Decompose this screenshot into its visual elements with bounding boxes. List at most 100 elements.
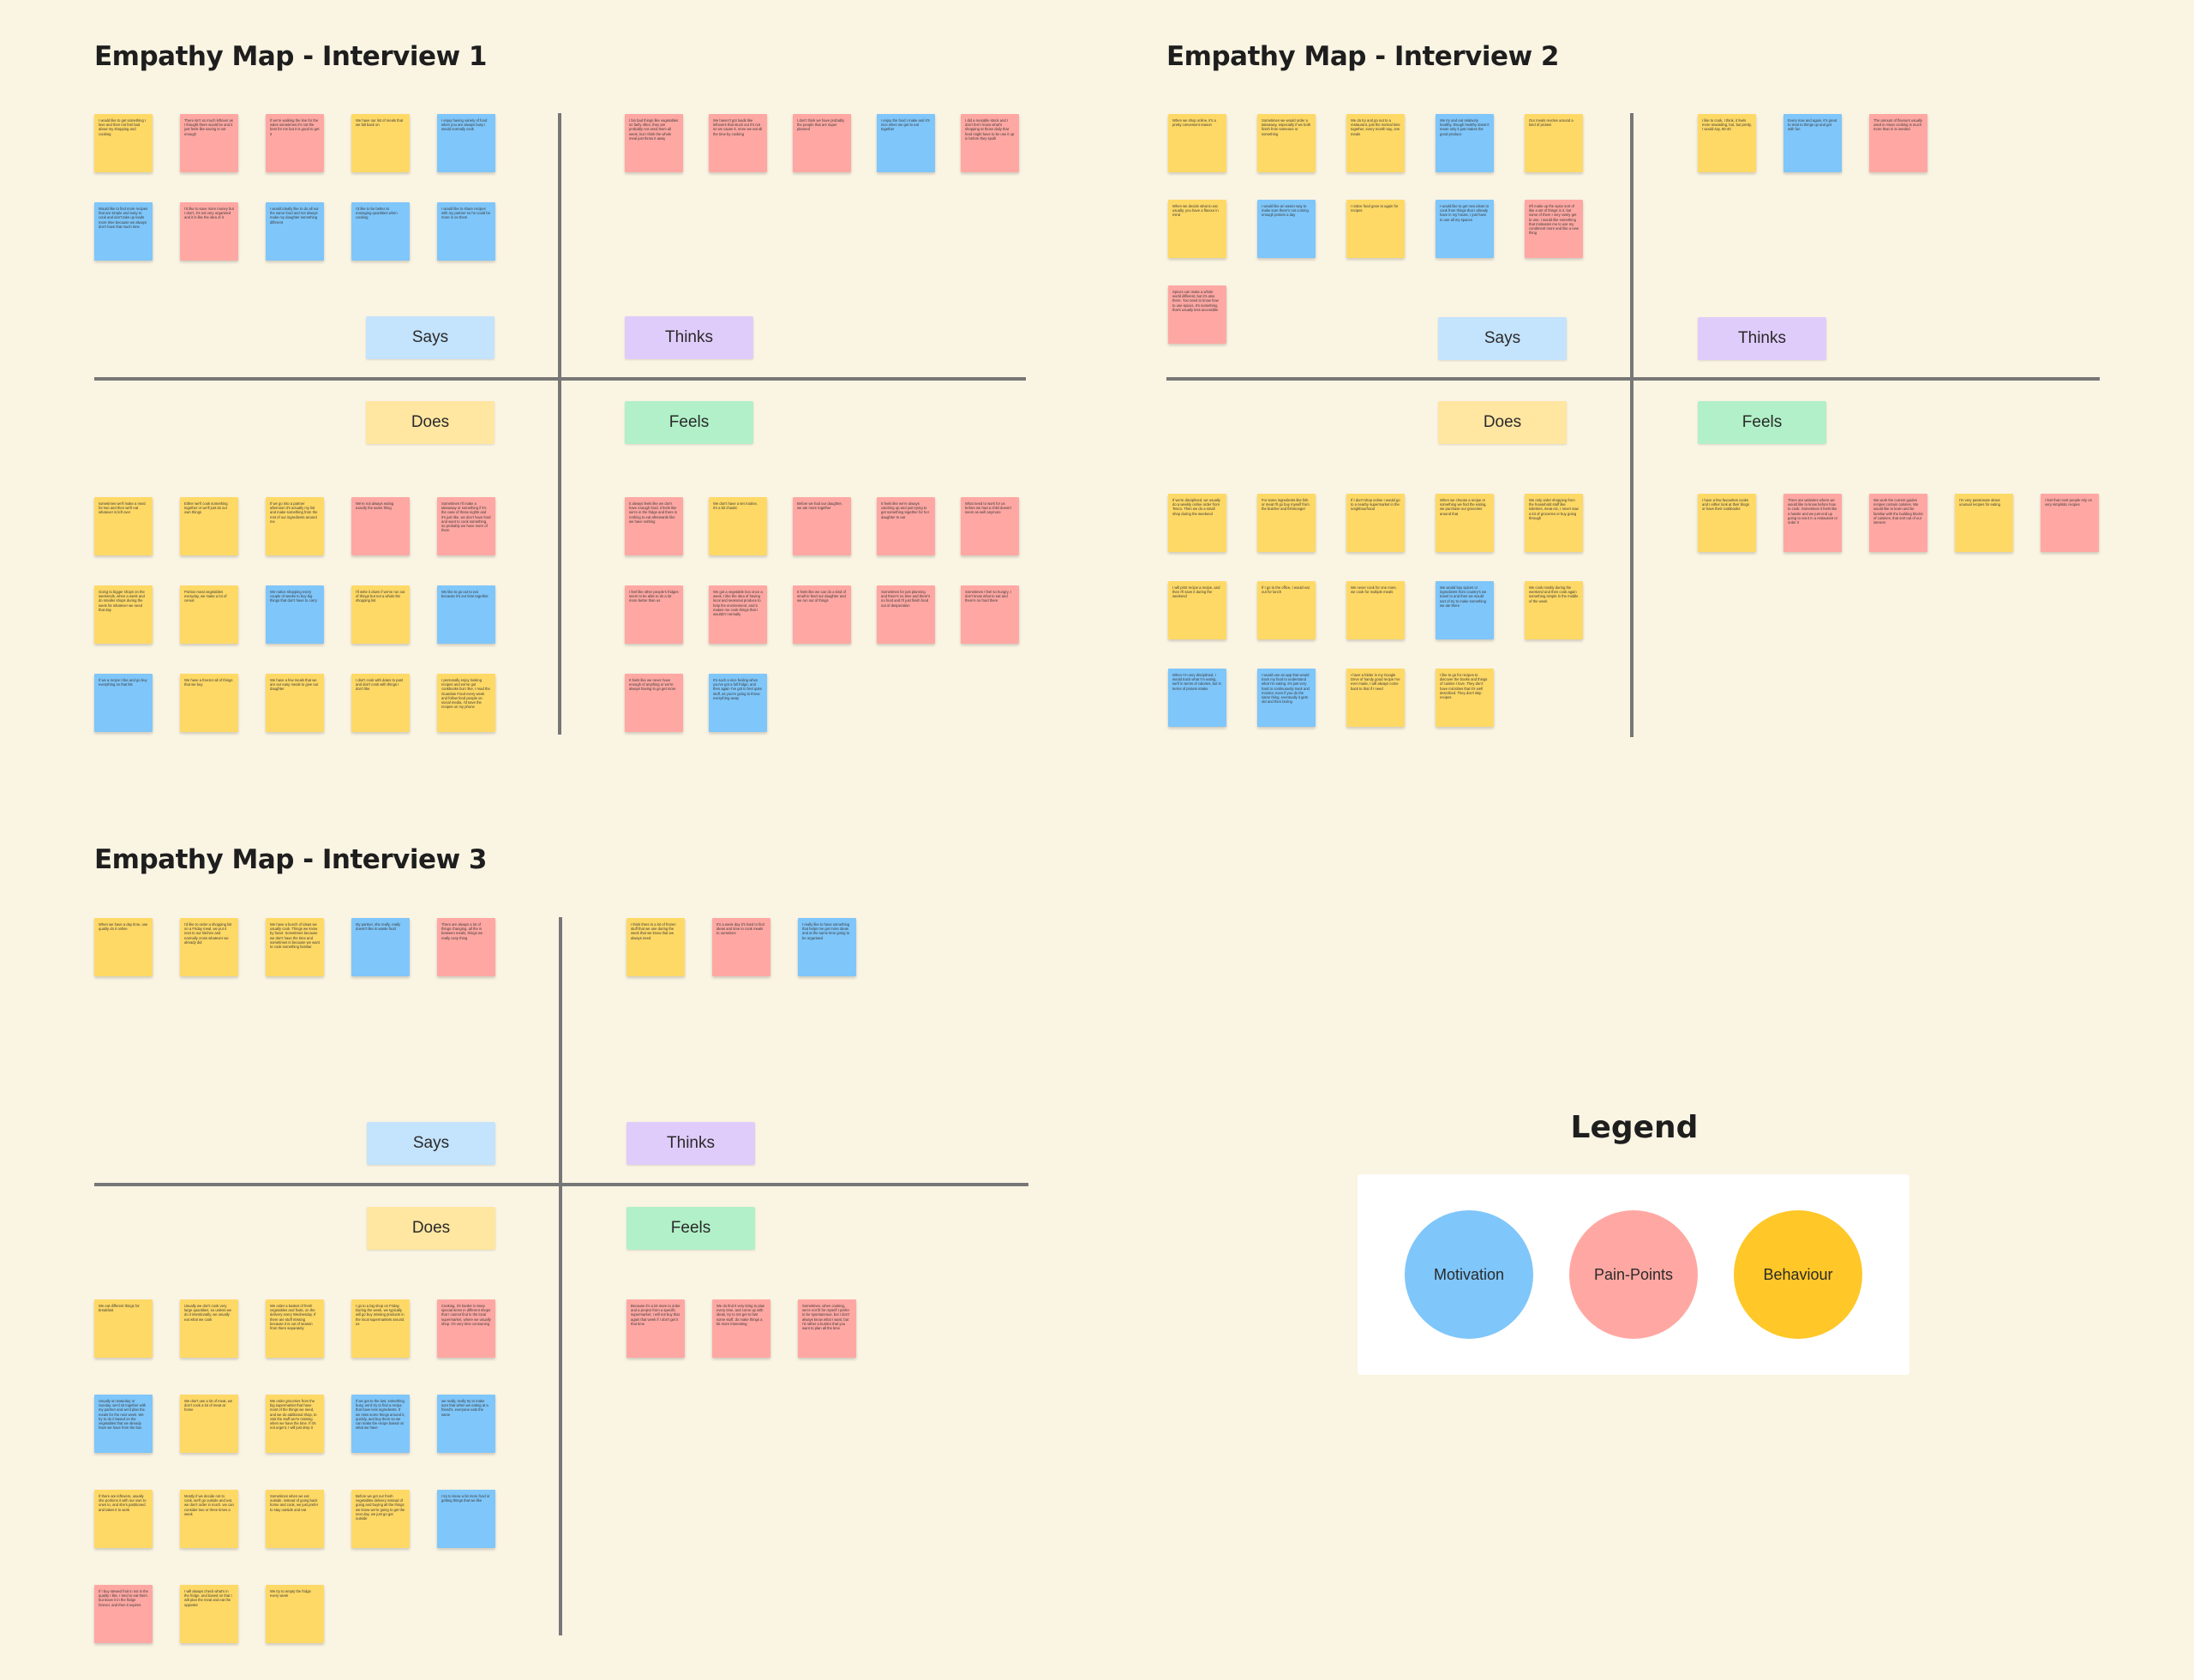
sticky-note[interactable]: We notice shopping every couple of weeks… bbox=[266, 585, 324, 644]
sticky-note[interactable]: I don't cook with dates to past and don'… bbox=[351, 674, 410, 732]
sticky-note[interactable]: I don't think we have probably the peopl… bbox=[793, 114, 851, 172]
sticky-note[interactable]: It's such a nice feeling when you've got… bbox=[709, 674, 767, 732]
sticky-note[interactable]: Before we had our daughter, we ate more … bbox=[793, 497, 851, 555]
sticky-note[interactable]: I try to know a bit more food or getting… bbox=[437, 1490, 495, 1548]
sticky-note[interactable]: My partner, she really, really doesn't l… bbox=[351, 918, 410, 976]
sticky-note[interactable]: We would buy spices or ingredients from … bbox=[1436, 581, 1494, 639]
sticky-note[interactable]: I did a reusable stock and I don't feel … bbox=[961, 114, 1019, 172]
sticky-note[interactable]: We order a basket of fresh vegetables an… bbox=[266, 1299, 324, 1358]
sticky-note[interactable]: We have a freezer all of things that we … bbox=[180, 674, 238, 732]
sticky-note[interactable]: I have a few favourites cooks and I eith… bbox=[1698, 494, 1756, 552]
sticky-note[interactable]: When we choose a recipe or something we … bbox=[1436, 494, 1494, 552]
sticky-note[interactable]: I would like to get new ideas to cook fr… bbox=[1436, 200, 1494, 258]
sticky-note[interactable]: sometimes we'll make a meal for two and … bbox=[94, 497, 153, 555]
sticky-note[interactable]: We only order shopping from the househol… bbox=[1525, 494, 1583, 552]
sticky-note[interactable]: I notice food gone to again for recipes bbox=[1346, 200, 1405, 258]
sticky-note[interactable]: Sometimes we would order a takeaway, esp… bbox=[1257, 114, 1316, 172]
sticky-note[interactable]: I go to a big shop on Friday. During the… bbox=[351, 1299, 410, 1358]
sticky-note[interactable]: I like to cook, I think, it feels more r… bbox=[1698, 114, 1756, 172]
sticky-note[interactable]: It always feels like we don't have enoug… bbox=[625, 497, 683, 555]
sticky-note[interactable]: When we decide what to eat usually, you … bbox=[1168, 200, 1226, 258]
sticky-note[interactable]: It feels like we never have enough of an… bbox=[625, 674, 683, 732]
sticky-note[interactable]: We do find it very tiring to plan every … bbox=[712, 1299, 770, 1358]
sticky-note[interactable]: Sometimes when we eat outside, instead o… bbox=[266, 1490, 324, 1548]
sticky-note[interactable]: I'd like to be better at managing quanti… bbox=[351, 202, 410, 261]
sticky-note[interactable]: I think there is a lot of frozen stuff t… bbox=[626, 918, 685, 976]
sticky-note[interactable]: There are websites where we would like t… bbox=[1783, 494, 1842, 552]
sticky-note[interactable]: I would like to share recipes with my pa… bbox=[437, 202, 495, 261]
sticky-note[interactable]: What need to work for us before we had a… bbox=[961, 497, 1019, 555]
sticky-note[interactable]: Sometimes I feel so hungry, I don't know… bbox=[961, 585, 1019, 644]
sticky-note[interactable]: It'll make up the spice sort of like a s… bbox=[1525, 200, 1583, 258]
sticky-note[interactable]: If I don't shop online I would go to a n… bbox=[1346, 494, 1405, 552]
sticky-note[interactable]: I will always check what's in the fridge… bbox=[180, 1585, 238, 1643]
sticky-note[interactable]: Going to bigger shops on the weekends, w… bbox=[94, 585, 153, 644]
sticky-note[interactable]: Either we'll cook something together or … bbox=[180, 497, 238, 555]
sticky-note[interactable]: If we're walking the line for the sales … bbox=[266, 114, 324, 172]
sticky-note[interactable]: Every now and again, it's great to treat… bbox=[1783, 114, 1842, 172]
sticky-note[interactable]: Spices can make a whole world different,… bbox=[1168, 285, 1226, 344]
sticky-note[interactable]: Sometimes I'll make a takeaway or someth… bbox=[437, 497, 495, 555]
sticky-note[interactable]: Would like to find more recipes that are… bbox=[94, 202, 153, 261]
sticky-note[interactable]: I would like an easier way to make sure … bbox=[1257, 200, 1316, 258]
sticky-note[interactable]: When I'm very disciplined, I would track… bbox=[1168, 669, 1226, 727]
sticky-note[interactable]: There isn't so much leftover as I though… bbox=[180, 114, 238, 172]
sticky-note[interactable]: It's a week day it's hard to find ideas … bbox=[712, 918, 770, 976]
sticky-note[interactable]: I enjoy having variety of food when you … bbox=[437, 114, 495, 172]
sticky-note[interactable]: I really like to have something that hel… bbox=[798, 918, 856, 976]
sticky-note[interactable]: Portion meat vegetables everyday, we mak… bbox=[180, 585, 238, 644]
sticky-note[interactable]: We never cook for one more, we cook for … bbox=[1346, 581, 1405, 639]
sticky-note[interactable]: We try and eat relatively healthy, thoug… bbox=[1436, 114, 1494, 172]
sticky-note[interactable]: I will print recipe a recipe, and then I… bbox=[1168, 581, 1226, 639]
sticky-note[interactable]: If there are leftovers, usually she port… bbox=[94, 1490, 153, 1548]
sticky-note[interactable]: We work the current guides recipes conta… bbox=[1869, 494, 1927, 552]
sticky-note[interactable]: We do try and go out to a restaurant, ju… bbox=[1346, 114, 1405, 172]
sticky-note[interactable]: We don't use a lot of meat, we don't coo… bbox=[180, 1395, 238, 1453]
sticky-note[interactable]: If I buy stewed fruit in not in the qual… bbox=[94, 1585, 153, 1643]
sticky-note[interactable]: Usually on Saturday or Sunday, we'd sit … bbox=[94, 1395, 153, 1453]
sticky-note[interactable]: Sometimes for just planning and there's … bbox=[877, 585, 935, 644]
sticky-note[interactable]: I'd like to order a shopping list on a F… bbox=[180, 918, 238, 976]
sticky-note[interactable]: I would ideally like to do all our the s… bbox=[266, 202, 324, 261]
sticky-note[interactable]: I feel that most people rely on very sim… bbox=[2041, 494, 2099, 552]
sticky-note[interactable]: Mostly if we decide not to cook, we'll g… bbox=[180, 1490, 238, 1548]
sticky-note[interactable]: I would use an app that would track my f… bbox=[1257, 669, 1316, 727]
sticky-note[interactable]: We have a bunch of ideas we usually cook… bbox=[266, 918, 324, 976]
sticky-note[interactable]: I like to go for recipes to discover the… bbox=[1436, 669, 1494, 727]
sticky-note[interactable]: I bin bad things like vegetables so fair… bbox=[625, 114, 683, 172]
sticky-note[interactable]: We eat different things for breakfast bbox=[94, 1299, 153, 1358]
sticky-note[interactable]: Usually we don't cook very large quantit… bbox=[180, 1299, 238, 1358]
sticky-note[interactable]: For some ingredients like fish or meat I… bbox=[1257, 494, 1316, 552]
sticky-note[interactable]: There are always a lot of things changin… bbox=[437, 918, 495, 976]
sticky-note[interactable]: We have a few meals that we are our easy… bbox=[266, 674, 324, 732]
sticky-note[interactable]: I would like to get something I love and… bbox=[94, 114, 153, 172]
sticky-note[interactable]: Cooking, it's harder to keep special ite… bbox=[437, 1299, 495, 1358]
sticky-note[interactable]: We got a vegetable box once a week, I li… bbox=[709, 585, 767, 644]
sticky-note[interactable]: I personally enjoy looking recipes and w… bbox=[437, 674, 495, 732]
sticky-note[interactable]: We order groceries from the big supermar… bbox=[266, 1395, 324, 1453]
sticky-note[interactable]: We have our list of meals that we fall b… bbox=[351, 114, 410, 172]
sticky-note[interactable]: We try to empty the fridge every week bbox=[266, 1585, 324, 1643]
sticky-note[interactable]: We cook mostly during the weekend and th… bbox=[1525, 581, 1583, 639]
sticky-note[interactable]: It feels like we're always catching up a… bbox=[877, 497, 935, 555]
sticky-note[interactable]: I enjoy the food I make and it's nice wh… bbox=[877, 114, 935, 172]
sticky-note[interactable]: we really, really try to make sure that … bbox=[437, 1395, 495, 1453]
sticky-note[interactable]: If we go into a partner afternoon it's a… bbox=[266, 497, 324, 555]
sticky-note[interactable]: I feel like other people's fridges seem … bbox=[625, 585, 683, 644]
sticky-note[interactable]: I'm very passionate about unusual recipe… bbox=[1955, 494, 2013, 552]
sticky-note[interactable]: We haven't got loads like leftovers that… bbox=[709, 114, 767, 172]
sticky-note[interactable]: We like to go out to eat because it's ou… bbox=[437, 585, 495, 644]
sticky-note[interactable]: I'd like to save more money but I don't,… bbox=[180, 202, 238, 261]
sticky-note[interactable]: If I go to the office, I would eat out f… bbox=[1257, 581, 1316, 639]
sticky-note[interactable]: When we have a day time, use quality do … bbox=[94, 918, 153, 976]
sticky-note[interactable]: We don't have a set routine, it's a bit … bbox=[709, 497, 767, 555]
sticky-note[interactable]: If we a recipe I like and go buy everyth… bbox=[94, 674, 153, 732]
sticky-note[interactable]: Because it's a lot more to order and a p… bbox=[626, 1299, 685, 1358]
sticky-note[interactable]: I'll write it down if we've run out of t… bbox=[351, 585, 410, 644]
sticky-note[interactable]: The amount of flavours usually used in A… bbox=[1869, 114, 1927, 172]
sticky-note[interactable]: Our meals revolve around a kind of prote… bbox=[1525, 114, 1583, 172]
sticky-note[interactable]: If we get to the last, something busy, w… bbox=[351, 1395, 410, 1453]
sticky-note[interactable]: We're not always eating exactly the same… bbox=[351, 497, 410, 555]
sticky-note[interactable]: It feels like we can do a kind of small … bbox=[793, 585, 851, 644]
sticky-note[interactable]: Before we get our fresh vegetables deliv… bbox=[351, 1490, 410, 1548]
